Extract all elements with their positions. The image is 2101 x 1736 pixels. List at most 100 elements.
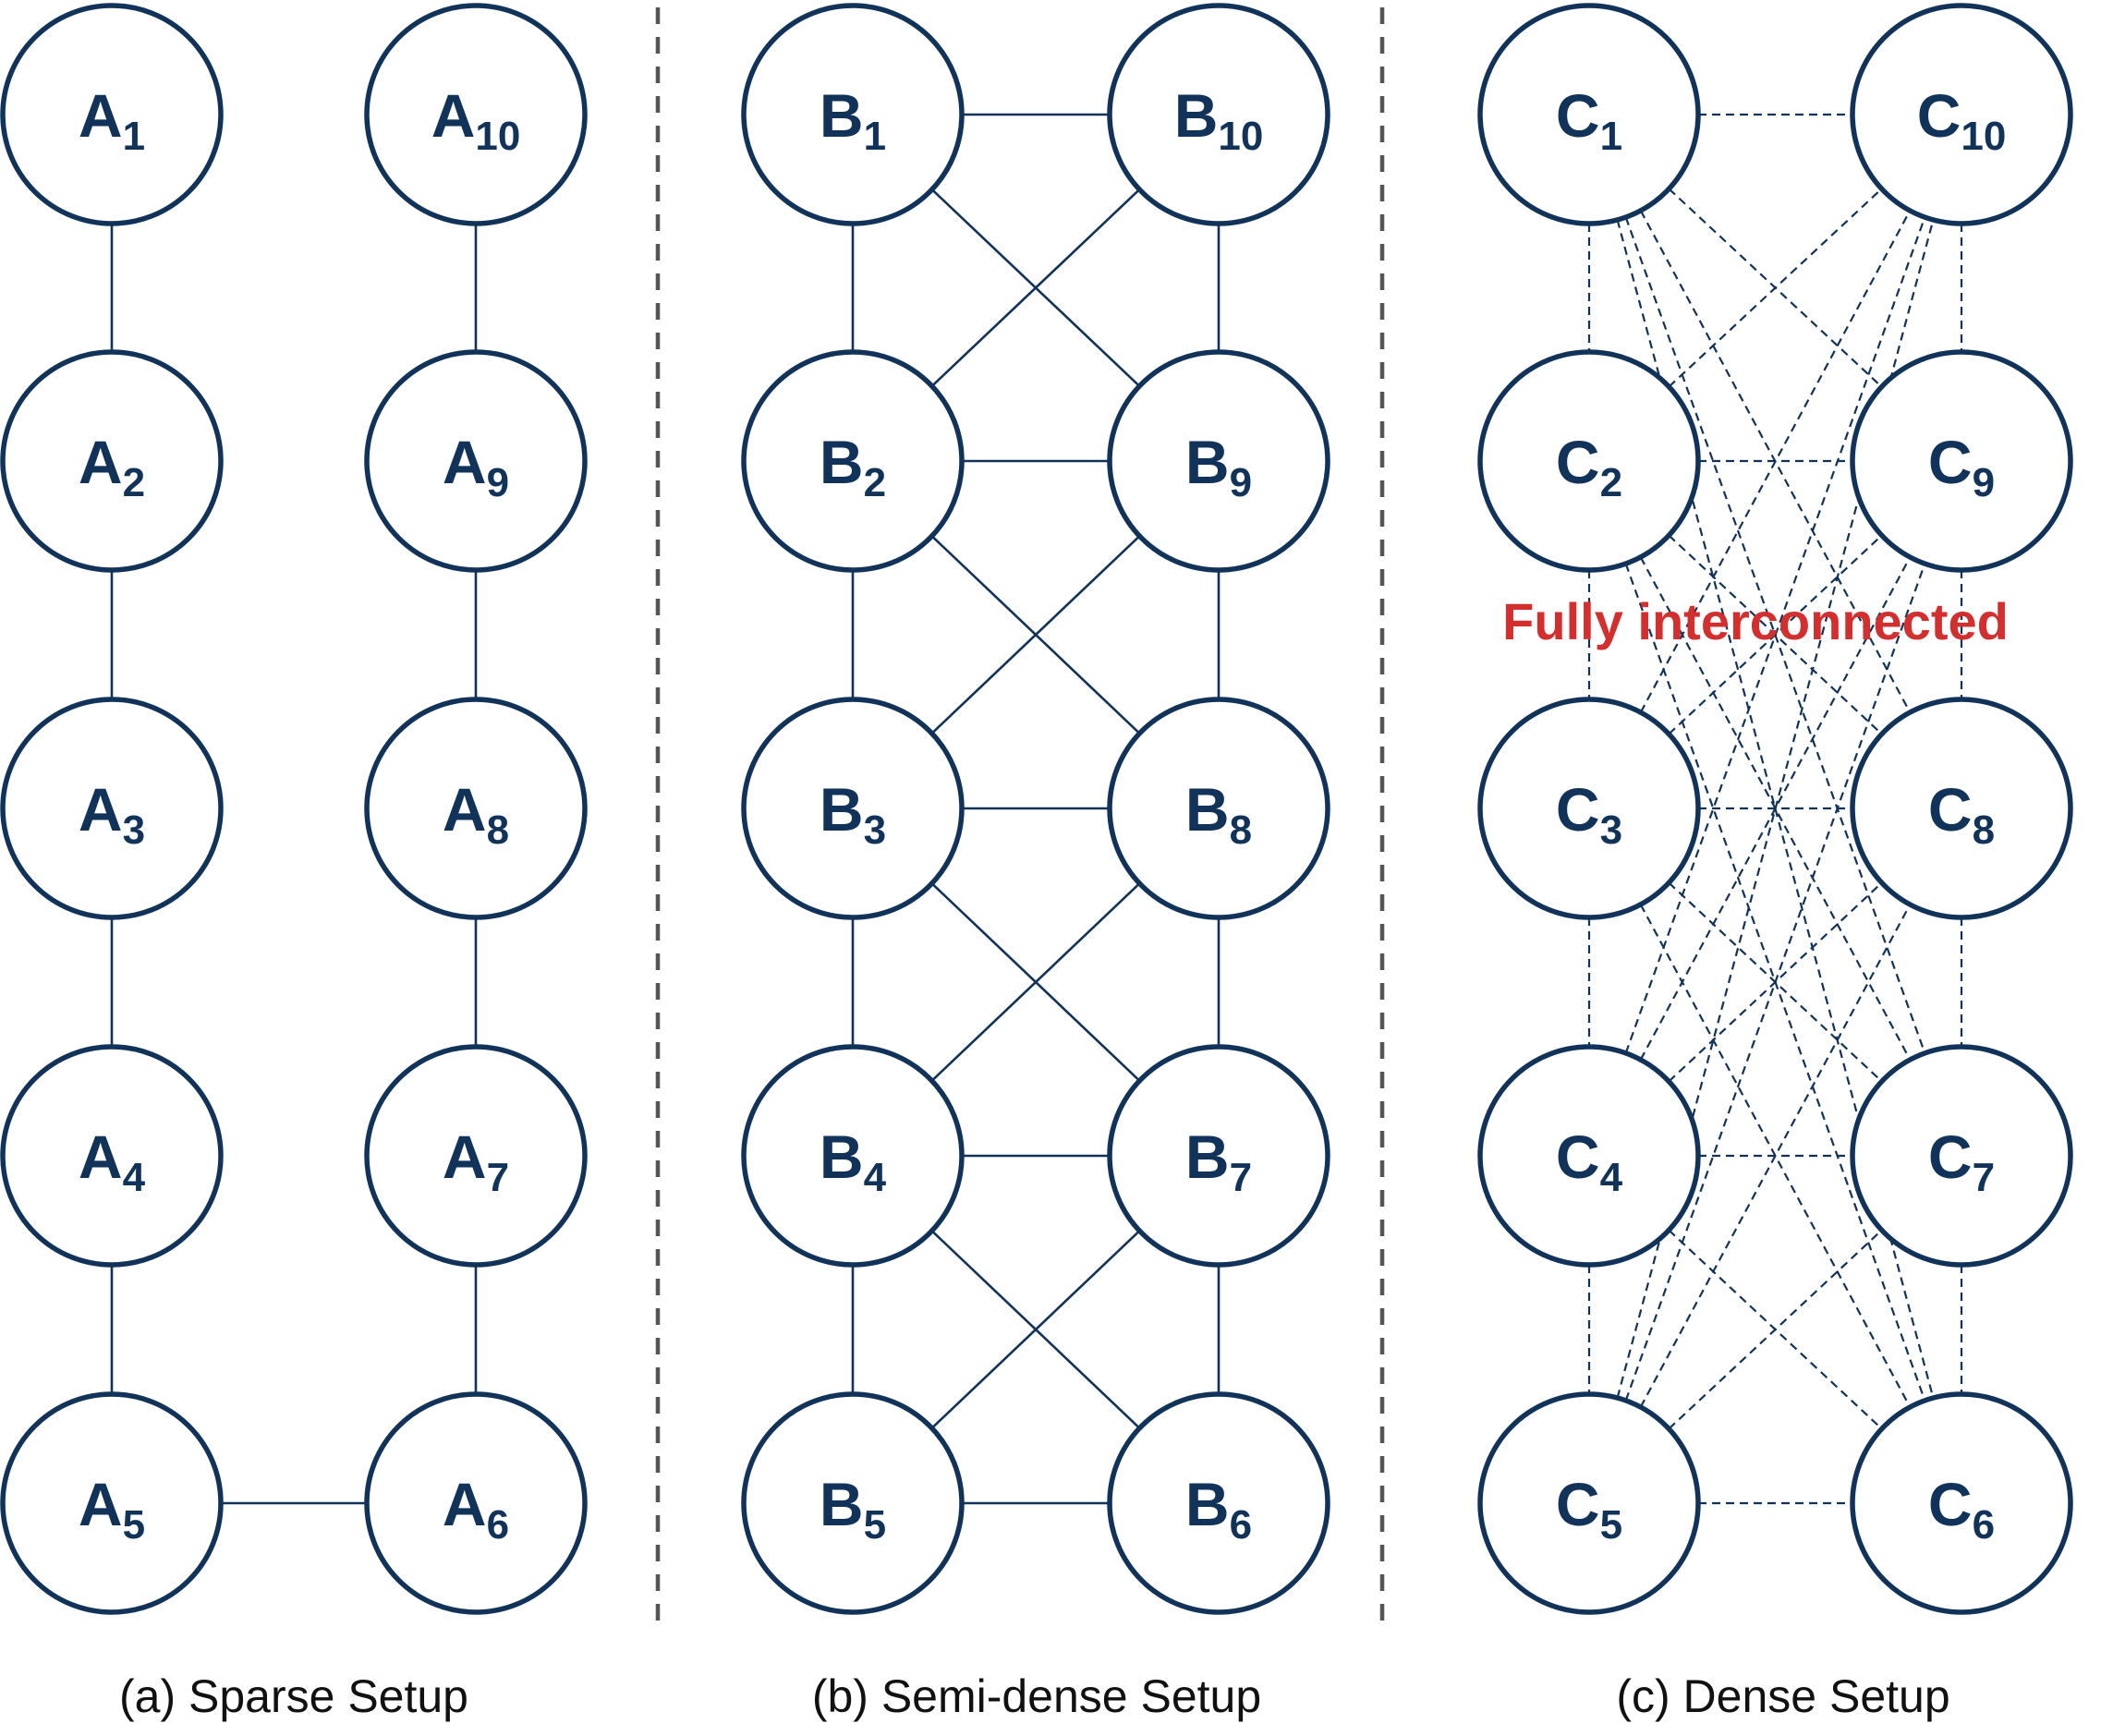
node-label: C7 — [1928, 1123, 1995, 1200]
node-circle — [0, 349, 224, 573]
edge-c-4-8 — [1668, 1229, 1883, 1430]
node-label: A9 — [443, 428, 509, 505]
node-letter: A — [443, 775, 487, 844]
node-label: B4 — [820, 1123, 887, 1200]
node-letter: B — [1185, 775, 1230, 844]
node-circle — [741, 1391, 965, 1615]
node-circle — [364, 3, 588, 226]
node-label: C6 — [1928, 1470, 1995, 1548]
node-letter: B — [820, 1470, 864, 1538]
node-letter: C — [1556, 428, 1600, 496]
node-circle — [364, 697, 588, 920]
edge-b-cross-up-0 — [930, 188, 1141, 387]
node-subscript: 1 — [123, 114, 145, 159]
node-b2: B2 — [741, 349, 965, 573]
node-circle — [1850, 697, 2073, 920]
node-letter: A — [79, 428, 123, 496]
node-b5: B5 — [741, 1391, 965, 1615]
node-subscript: 8 — [1230, 807, 1252, 853]
node-circle — [741, 349, 965, 573]
node-letter: A — [443, 1470, 487, 1538]
edge-b-cross-up-3 — [930, 1230, 1141, 1429]
node-subscript: 5 — [123, 1502, 145, 1548]
node-circle — [1850, 1391, 2073, 1615]
node-label: B2 — [820, 428, 886, 505]
node-label: A6 — [443, 1470, 509, 1548]
node-a7: A7 — [364, 1044, 588, 1268]
node-circle — [364, 1391, 588, 1615]
node-circle — [0, 1391, 224, 1615]
node-circle — [364, 1044, 588, 1268]
node-label: C9 — [1928, 428, 1995, 505]
node-letter: B — [820, 775, 864, 844]
node-subscript: 4 — [1600, 1155, 1623, 1200]
edge-c-3-5 — [1624, 216, 1926, 1054]
node-circle — [1107, 1391, 1330, 1615]
node-label: A8 — [443, 775, 509, 853]
node-c7: C7 — [1850, 1044, 2073, 1268]
node-subscript: 9 — [1230, 460, 1252, 505]
node-circle — [1107, 697, 1330, 920]
edge-c-4-7 — [1639, 904, 1912, 1408]
node-b4: B4 — [741, 1044, 965, 1268]
node-label: C2 — [1556, 428, 1622, 505]
node-circle — [1850, 3, 2073, 226]
node-letter: A — [443, 428, 487, 496]
node-subscript: 5 — [864, 1502, 886, 1548]
node-label: B3 — [820, 775, 886, 853]
node-subscript: 8 — [487, 807, 509, 853]
node-letter: C — [1928, 1470, 1973, 1538]
node-label: A2 — [79, 428, 145, 505]
node-b1: B1 — [741, 3, 965, 226]
node-letter: B — [820, 428, 864, 496]
node-label: B7 — [1185, 1123, 1252, 1200]
node-c4: C4 — [1477, 1044, 1701, 1268]
node-b6: B6 — [1107, 1391, 1330, 1615]
node-circle — [741, 1044, 965, 1268]
node-label: B5 — [820, 1470, 886, 1548]
node-c5: C5 — [1477, 1391, 1701, 1615]
node-circle — [1477, 349, 1701, 573]
node-label: C1 — [1556, 81, 1622, 159]
caption-dense: (c) Dense Setup — [1616, 1670, 1949, 1722]
node-circle — [1477, 3, 1701, 226]
node-subscript: 8 — [1973, 807, 1995, 853]
node-label: B9 — [1185, 428, 1252, 505]
node-subscript: 3 — [1600, 807, 1622, 853]
node-letter: A — [79, 1470, 123, 1538]
node-subscript: 6 — [1230, 1502, 1252, 1548]
node-subscript: 9 — [1973, 460, 1995, 505]
node-subscript: 2 — [864, 460, 886, 505]
node-subscript: 3 — [123, 807, 145, 853]
node-c1: C1 — [1477, 3, 1701, 226]
node-subscript: 2 — [123, 460, 145, 505]
node-subscript: 1 — [1600, 114, 1622, 159]
nodes-layer: A1A2A3A4A5A10A9A8A7A6B1B2B3B4B5B10B9B8B7… — [0, 3, 2073, 1615]
node-label: A10 — [431, 81, 521, 159]
node-letter: B — [820, 81, 864, 150]
node-subscript: 7 — [487, 1155, 509, 1200]
edge-b-cross-up-2 — [930, 882, 1141, 1082]
node-letter: C — [1928, 1123, 1973, 1191]
node-label: A3 — [79, 775, 145, 853]
node-subscript: 1 — [864, 114, 886, 159]
node-circle — [741, 697, 965, 920]
node-circle — [0, 697, 224, 920]
node-subscript: 4 — [123, 1155, 146, 1200]
node-letter: B — [1185, 1470, 1230, 1538]
node-circle — [1107, 1044, 1330, 1268]
node-label: A1 — [79, 81, 145, 159]
node-subscript: 6 — [1973, 1502, 1995, 1548]
node-c3: C3 — [1477, 697, 1701, 920]
node-a5: A5 — [0, 1391, 224, 1615]
node-label: C4 — [1556, 1123, 1623, 1200]
node-a3: A3 — [0, 697, 224, 920]
node-letter: A — [79, 81, 123, 150]
edge-b-cross-up-1 — [930, 535, 1141, 734]
node-a10: A10 — [364, 3, 588, 226]
caption-sparse: (a) Sparse Setup — [119, 1670, 468, 1722]
node-label: B1 — [820, 81, 886, 159]
caption-semi-dense: (b) Semi-dense Setup — [812, 1670, 1261, 1722]
node-label: B8 — [1185, 775, 1252, 853]
